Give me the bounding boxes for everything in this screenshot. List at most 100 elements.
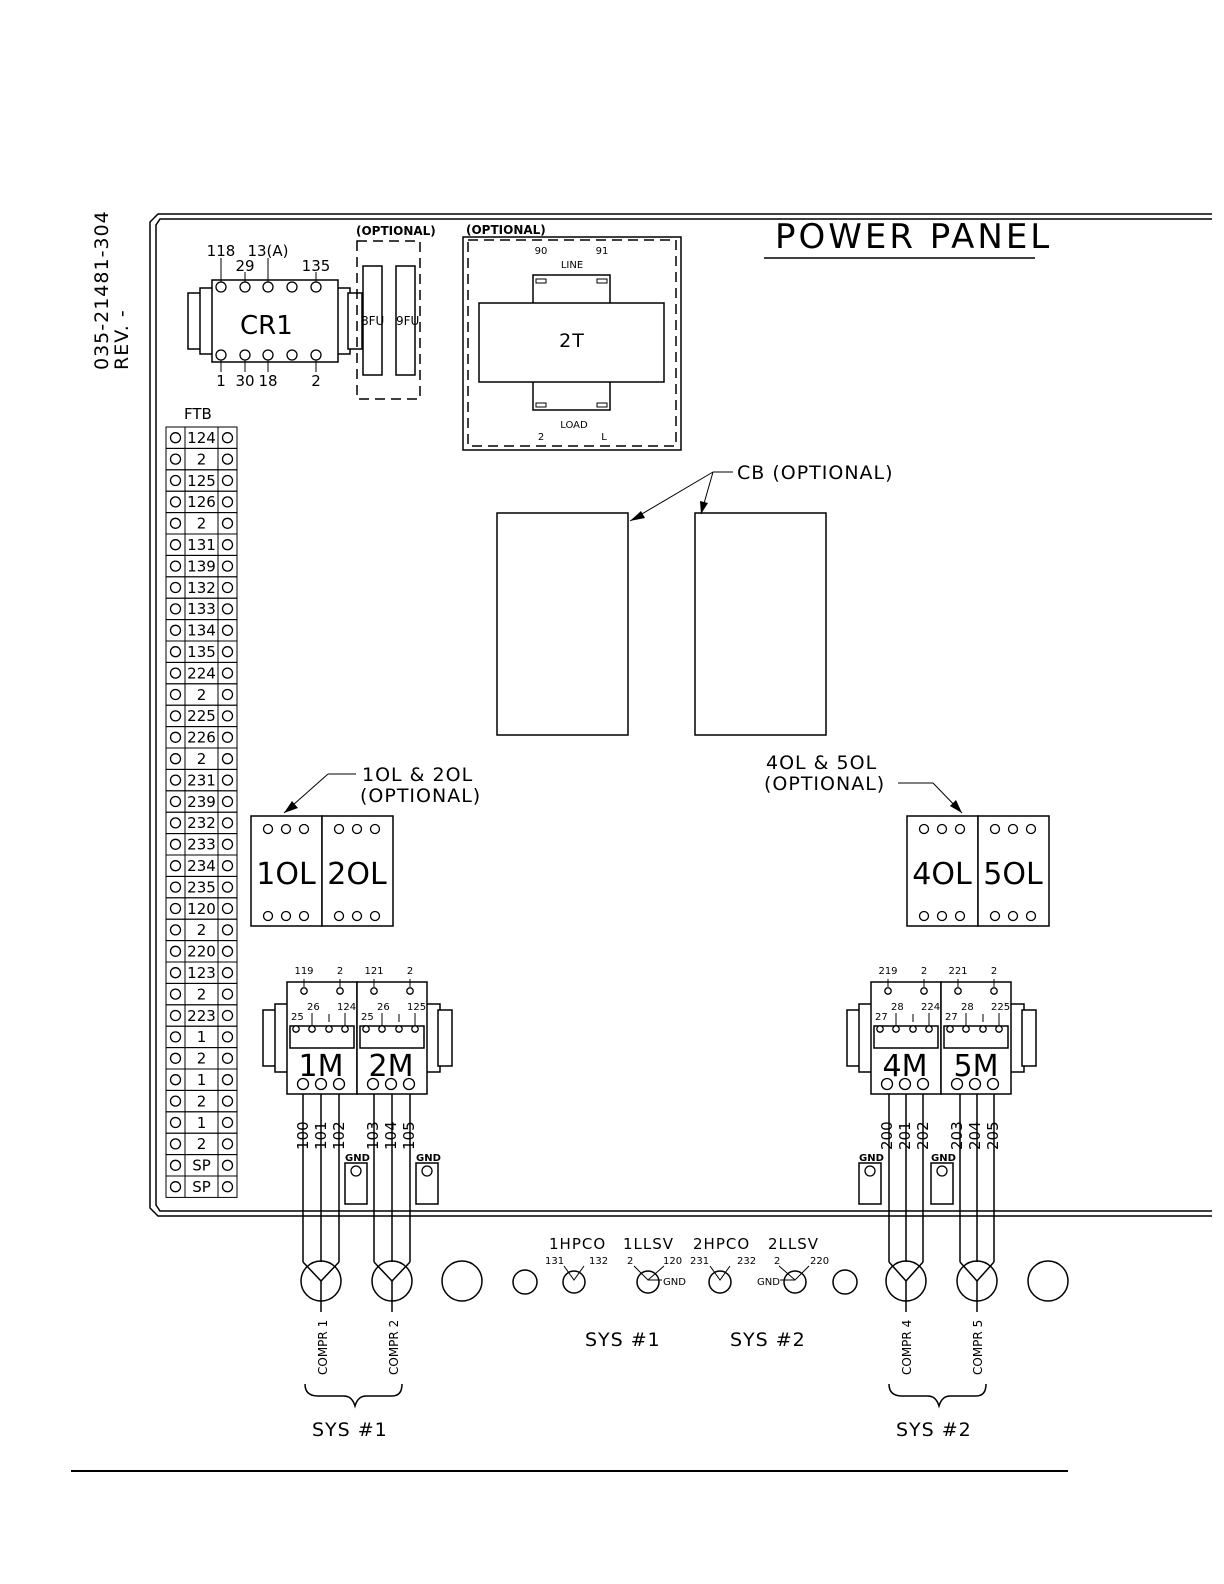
- llsv1-gnd: GND: [663, 1277, 686, 1288]
- ftb-row: 2: [165, 747, 238, 770]
- contactor-coil-terminal: 2: [407, 966, 413, 977]
- fuse-8fu-label: 8FU: [361, 314, 384, 328]
- overload-1ol-label: 1OL: [256, 857, 316, 892]
- overload-terminal: [298, 910, 310, 922]
- transformer-2t: (OPTIONAL) 2T LINE LOAD 90 91 2 L: [462, 223, 682, 451]
- ftb-terminal-label: 133: [187, 600, 216, 618]
- cr1-label: CR1: [240, 311, 293, 341]
- overload-terminal: [936, 823, 948, 835]
- sys2-brace: [888, 1383, 987, 1409]
- contactor-aux-terminal: 26: [377, 1002, 390, 1013]
- contactor-2m-label: 2M: [369, 1049, 414, 1084]
- sys1-compressors-label: SYS #1: [312, 1419, 388, 1441]
- overload-terminal: [262, 910, 274, 922]
- overload-left-callout-1: 1OL & 2OL: [362, 764, 473, 786]
- sys2-switches-label: SYS #2: [730, 1329, 806, 1351]
- ftb-terminal-label: 135: [187, 643, 216, 661]
- ftb-row: 2: [165, 512, 238, 535]
- contactor-coil-terminal: 119: [294, 966, 313, 977]
- contactor-1m-label: 1M: [299, 1049, 344, 1084]
- overload-terminal: [351, 910, 363, 922]
- ftb-terminal-label: 2: [197, 985, 207, 1003]
- contactor-load-terminal: 201: [896, 1121, 914, 1150]
- ftb-row: 135: [165, 640, 238, 663]
- llsv2-terminal-2: 2: [774, 1256, 780, 1267]
- overload-terminal: [1007, 823, 1019, 835]
- ftb-row: 224: [165, 661, 238, 685]
- contactor-aux-terminal: 27: [945, 1012, 958, 1023]
- ftb-row: 223: [165, 1004, 238, 1027]
- ftb-row: 139: [165, 554, 238, 578]
- contactor-load-terminal: 203: [948, 1121, 966, 1150]
- sys1-brace: [304, 1383, 403, 1409]
- cr1-terminal-1: 1: [216, 372, 226, 390]
- cr1-terminal-29: 29: [235, 257, 254, 275]
- ftb-row: 231: [165, 768, 238, 792]
- overload-terminal: [298, 823, 310, 835]
- ftb-terminal-label: 2: [197, 515, 207, 533]
- cr1-relay: CR1 118 29 13(A) 135 1 30 18 2: [187, 242, 363, 390]
- ftb-row: 2: [165, 982, 238, 1006]
- overload-terminal: [954, 910, 966, 922]
- transformer-line-label: LINE: [561, 260, 583, 271]
- llsv2-gnd: GND: [757, 1277, 780, 1288]
- overload-terminal: [954, 823, 966, 835]
- transformer-terminal-2: 2: [538, 432, 544, 443]
- hpco2-terminal-232: 232: [737, 1256, 756, 1267]
- hpco1-terminal-131: 131: [545, 1256, 564, 1267]
- ftb-terminal-label: 2: [197, 450, 207, 468]
- transformer-optional-label: (OPTIONAL): [466, 223, 546, 237]
- ftb-row: 233: [165, 833, 238, 856]
- overload-terminal: [280, 910, 292, 922]
- gnd-lug-2: GND: [415, 1153, 441, 1205]
- llsv2-terminal-220: 220: [810, 1256, 829, 1267]
- ftb-terminal-label: 126: [187, 493, 216, 511]
- contactor-load-terminal: 204: [966, 1121, 984, 1150]
- cb-callout-label: CB (OPTIONAL): [737, 462, 894, 484]
- ftb-terminal-label: 226: [187, 729, 216, 747]
- fuse-9fu-label: 9FU: [396, 314, 419, 328]
- contactor-aux-terminal: 28: [961, 1002, 974, 1013]
- ftb-terminal-block: FTB 124212512621311391321331341352242225…: [165, 405, 238, 1198]
- contactor-coil-terminal: 121: [364, 966, 383, 977]
- switch-1hpco-label: 1HPCO: [549, 1235, 606, 1253]
- contactor-aux-terminal: 124: [337, 1002, 356, 1013]
- safety-switches: 1HPCO 1LLSV 2HPCO 2LLSV 131 132 2 120 GN…: [545, 1235, 829, 1294]
- ftb-terminal-label: 2: [197, 686, 207, 704]
- compressor-1-label: COMPR 1: [316, 1320, 330, 1375]
- contactor-aux-terminal: 125: [407, 1002, 426, 1013]
- panel-title: POWER PANEL: [775, 217, 1052, 257]
- contactor-coil-terminal: 2: [991, 966, 997, 977]
- overloads-right: 4OL & 5OL (OPTIONAL) 4OL 5OL: [764, 752, 1050, 927]
- overload-left-callout-2: (OPTIONAL): [360, 785, 481, 807]
- overload-4ol-label: 4OL: [912, 857, 972, 892]
- ftb-row: 239: [165, 790, 238, 813]
- gnd-lug-4: GND: [930, 1153, 956, 1205]
- overload-terminal: [1025, 823, 1037, 835]
- transformer-label: 2T: [559, 330, 585, 352]
- ftb-row: 2: [165, 447, 238, 471]
- ftb-row: 1: [165, 1111, 238, 1134]
- contactor-load-terminal: 105: [400, 1121, 418, 1150]
- overload-terminal: [1025, 910, 1037, 922]
- ftb-row: 232: [165, 811, 238, 835]
- contactor-aux-terminal: 225: [991, 1002, 1010, 1013]
- contactor-aux-terminal: 25: [361, 1012, 374, 1023]
- fuse-block: (OPTIONAL) 8FU 9FU: [356, 224, 436, 400]
- fuse-optional-label: (OPTIONAL): [356, 224, 436, 238]
- overload-terminal: [989, 910, 1001, 922]
- ftb-terminal-label: 232: [187, 814, 216, 832]
- contactor-aux-terminal: 224: [921, 1002, 940, 1013]
- ftb-row: 226: [165, 726, 238, 749]
- gnd-lug-1: GND: [344, 1153, 370, 1205]
- contactor-aux-terminal: 27: [875, 1012, 888, 1023]
- ftb-row: 2: [165, 1132, 238, 1156]
- ftb-terminal-label: 1: [197, 1071, 207, 1089]
- circuit-breakers: CB (OPTIONAL): [496, 462, 894, 736]
- ftb-row: 225: [165, 704, 238, 728]
- ftb-terminal-label: 231: [187, 771, 216, 789]
- hpco2-terminal-231: 231: [690, 1256, 709, 1267]
